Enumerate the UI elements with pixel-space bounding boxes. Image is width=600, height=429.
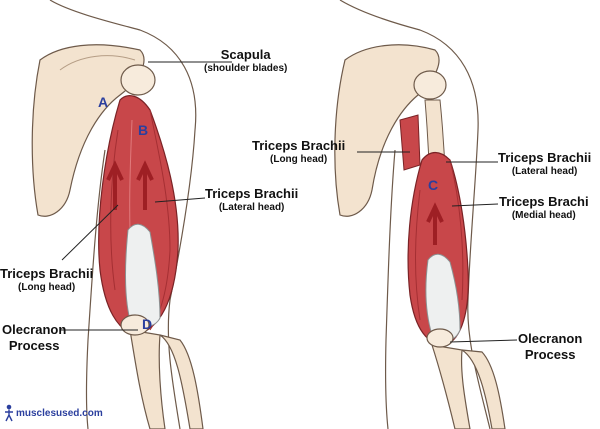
- left-arm-illustration: [31, 0, 204, 429]
- marker-b: B: [138, 122, 149, 138]
- label-left-long-head: Triceps Brachii (Long head): [0, 266, 93, 295]
- label-scapula-title: Scapula: [220, 47, 271, 62]
- watermark-text: musclesused.com: [16, 407, 103, 419]
- label-right-lateral-sub: (Lateral head): [511, 166, 578, 178]
- label-left-long-sub: (Long head): [18, 282, 76, 294]
- label-right-long-title: Triceps Brachii: [252, 138, 346, 153]
- right-muscle-fiber-2: [415, 189, 421, 321]
- watermark: musclesused.com: [4, 404, 103, 422]
- right-skin-outline-inner: [385, 149, 396, 429]
- left-tendon: [125, 223, 161, 327]
- label-left-olecranon-sub: Process: [8, 338, 60, 354]
- left-ulna: [129, 329, 166, 429]
- left-skin-outline-inner: [85, 149, 106, 429]
- label-right-olecranon-sub: Process: [524, 347, 576, 363]
- label-right-medial-head: Triceps Brachi (Medial head): [499, 194, 589, 223]
- left-arrow-long: [106, 160, 124, 210]
- right-muscle-fiber-1: [449, 159, 464, 301]
- label-left-lateral-title: Triceps Brachii: [205, 186, 299, 201]
- right-skin-outline: [339, 0, 491, 429]
- label-left-olecranon: Olecranon Process: [2, 322, 66, 355]
- label-right-lateral-title: Triceps Brachii: [498, 150, 592, 165]
- label-left-lateral-head: Triceps Brachii (Lateral head): [205, 186, 298, 215]
- label-right-olecranon-title: Olecranon: [518, 331, 583, 346]
- leader-left-long: [61, 204, 119, 261]
- label-left-long-title: Triceps Brachii: [0, 266, 94, 281]
- label-left-lateral-sub: (Lateral head): [218, 202, 285, 214]
- left-arrow-lateral: [136, 160, 154, 210]
- label-right-medial-title: Triceps Brachi: [499, 194, 589, 209]
- left-radius: [159, 334, 204, 429]
- label-scapula: Scapula (shoulder blades): [204, 47, 287, 76]
- leader-right-medial: [451, 203, 499, 207]
- label-right-long-head: Triceps Brachii (Long head): [252, 138, 345, 167]
- marker-d: D: [142, 316, 153, 332]
- label-right-medial-sub: (Medial head): [511, 210, 576, 222]
- label-right-lateral-head: Triceps Brachii (Lateral head): [498, 150, 591, 179]
- right-arm-illustration: [334, 0, 506, 429]
- right-long-head-stump: [399, 114, 421, 171]
- leader-lines: [60, 61, 518, 343]
- right-ulna: [431, 344, 471, 429]
- leader-left-lateral: [154, 197, 206, 203]
- marker-c: C: [428, 177, 439, 193]
- left-muscle-fiber-2: [110, 129, 119, 291]
- label-right-long-sub: (Long head): [270, 154, 328, 166]
- left-scapula-spine: [59, 55, 136, 71]
- right-tendon: [425, 253, 461, 342]
- left-scapula-bone: [31, 44, 145, 217]
- right-arrow-medial: [426, 202, 444, 245]
- label-right-olecranon: Olecranon Process: [518, 331, 582, 364]
- right-olecranon-bone: [426, 328, 454, 348]
- right-radius: [461, 349, 506, 429]
- marker-a: A: [98, 94, 109, 110]
- right-scapula-bone: [334, 44, 440, 217]
- leader-right-olecranon: [449, 339, 518, 343]
- figure-icon: [5, 404, 13, 422]
- label-scapula-sub: (shoulder blades): [204, 63, 288, 75]
- left-humerus-head: [120, 64, 156, 96]
- label-left-olecranon-title: Olecranon: [2, 322, 67, 337]
- right-humerus-head: [413, 70, 447, 100]
